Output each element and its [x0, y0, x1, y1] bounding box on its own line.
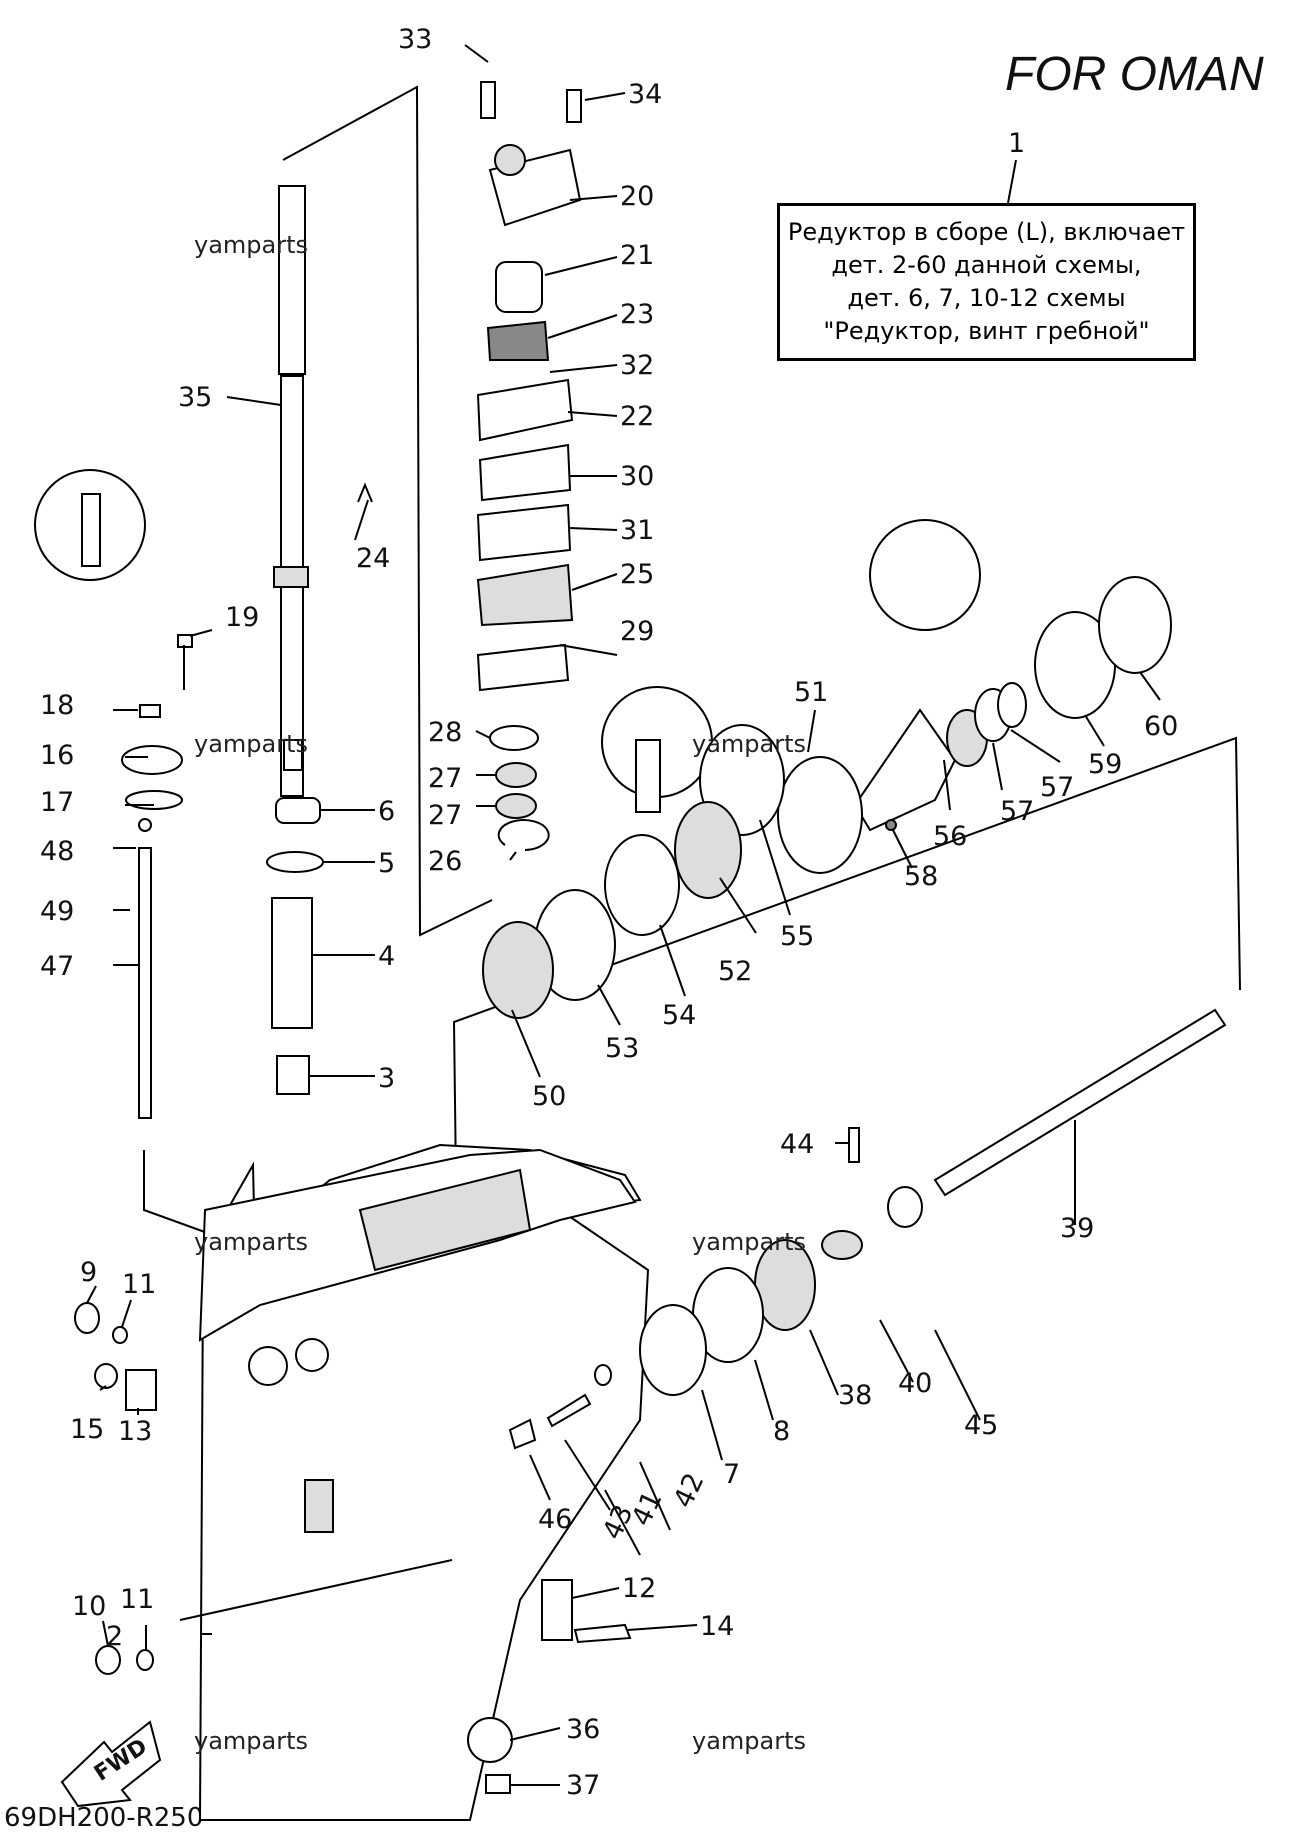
note-line: "Редуктор, винт гребной" [823, 317, 1150, 345]
callout-20: 20 [620, 181, 654, 212]
callout-26: 26 [428, 846, 462, 877]
leader-1 [1007, 159, 1017, 204]
callout-6: 6 [378, 796, 395, 827]
callout-13: 13 [118, 1416, 152, 1447]
callout-3: 3 [378, 1063, 395, 1094]
leader-lines [86, 44, 1161, 1786]
propeller-shaft [60, 1008, 1227, 1808]
callout-19: 19 [225, 602, 259, 633]
water-pump-assembly [476, 81, 582, 851]
callout-29: 29 [620, 616, 654, 647]
callout-45: 45 [964, 1410, 998, 1441]
callout-31: 31 [620, 515, 654, 546]
callout-58: 58 [904, 861, 938, 892]
callout-28: 28 [428, 717, 462, 748]
callout-23: 23 [620, 299, 654, 330]
callout-38: 38 [838, 1380, 872, 1411]
callout-34: 34 [628, 79, 662, 110]
callout-49: 49 [40, 896, 74, 927]
watermark: yamparts [692, 1727, 806, 1755]
callout-21: 21 [620, 240, 654, 271]
callout-30: 30 [620, 461, 654, 492]
callout-36: 36 [566, 1714, 600, 1745]
callout-12: 12 [622, 1573, 656, 1604]
callout-11a: 11 [122, 1269, 156, 1300]
watermark: yamparts [194, 231, 308, 259]
callout-54: 54 [662, 1000, 696, 1031]
callout-44: 44 [780, 1129, 814, 1160]
callout-5: 5 [378, 848, 395, 879]
callout-10: 10 [72, 1591, 106, 1622]
callout-57b: 57 [1040, 772, 1074, 803]
callout-40: 40 [898, 1368, 932, 1399]
note-line: дет. 6, 7, 10-12 схемы [847, 284, 1126, 312]
shift-rod-parts [34, 469, 193, 1119]
callout-18: 18 [40, 690, 74, 721]
bearing-housing [482, 519, 1172, 1019]
watermark: yamparts [194, 1727, 308, 1755]
callout-2: 2 [106, 1621, 123, 1652]
callout-42: 42 [668, 1468, 711, 1512]
callout-35: 35 [178, 382, 212, 413]
callout-15: 15 [70, 1414, 104, 1445]
lower-case [179, 1143, 650, 1821]
callout-57a: 57 [1000, 796, 1034, 827]
callout-9: 9 [80, 1257, 97, 1288]
callout-1: 1 [1008, 128, 1025, 159]
callout-25: 25 [620, 559, 654, 590]
callouts: 2 3 4 5 6 7 8 9 10 11 11 12 13 14 15 16 … [40, 24, 1178, 1801]
callout-32: 32 [620, 350, 654, 381]
callout-52: 52 [718, 956, 752, 987]
driveshaft-group-frame [282, 85, 493, 937]
callout-37: 37 [566, 1770, 600, 1801]
callout-60: 60 [1144, 711, 1178, 742]
callout-24: 24 [356, 543, 390, 574]
drive-shaft [266, 185, 373, 1095]
bevel-gear-group-frame [452, 736, 1241, 1181]
callout-14: 14 [700, 1611, 734, 1642]
watermark: yamparts [194, 730, 308, 758]
callout-17: 17 [40, 787, 74, 818]
callout-16: 16 [40, 740, 74, 771]
callout-27b: 27 [428, 800, 462, 831]
watermark: yamparts [692, 730, 806, 758]
callout-27a: 27 [428, 763, 462, 794]
callout-51: 51 [794, 677, 828, 708]
callout-7: 7 [723, 1459, 740, 1490]
callout-46: 46 [538, 1504, 572, 1535]
callout-50: 50 [532, 1081, 566, 1112]
note-line: дет. 2-60 данной схемы, [831, 251, 1142, 279]
callout-59: 59 [1088, 749, 1122, 780]
callout-11b: 11 [120, 1584, 154, 1615]
callout-4: 4 [378, 941, 395, 972]
watermark: yamparts [692, 1228, 806, 1256]
callout-47: 47 [40, 951, 74, 982]
note-line: Редуктор в сборе (L), включает [787, 218, 1186, 246]
callout-48: 48 [40, 836, 74, 867]
diagram-code: 69DH200-R250 [4, 1803, 203, 1833]
callout-56: 56 [933, 821, 967, 852]
region-title: FOR OMAN [1005, 48, 1264, 101]
callout-22: 22 [620, 401, 654, 432]
callout-33: 33 [398, 24, 432, 55]
callout-8: 8 [773, 1416, 790, 1447]
callout-39: 39 [1060, 1213, 1094, 1244]
callout-55: 55 [780, 921, 814, 952]
watermark: yamparts [194, 1228, 308, 1256]
assembly-note-box: Редуктор в сборе (L), включает дет. 2-60… [777, 203, 1196, 361]
callout-53: 53 [605, 1033, 639, 1064]
